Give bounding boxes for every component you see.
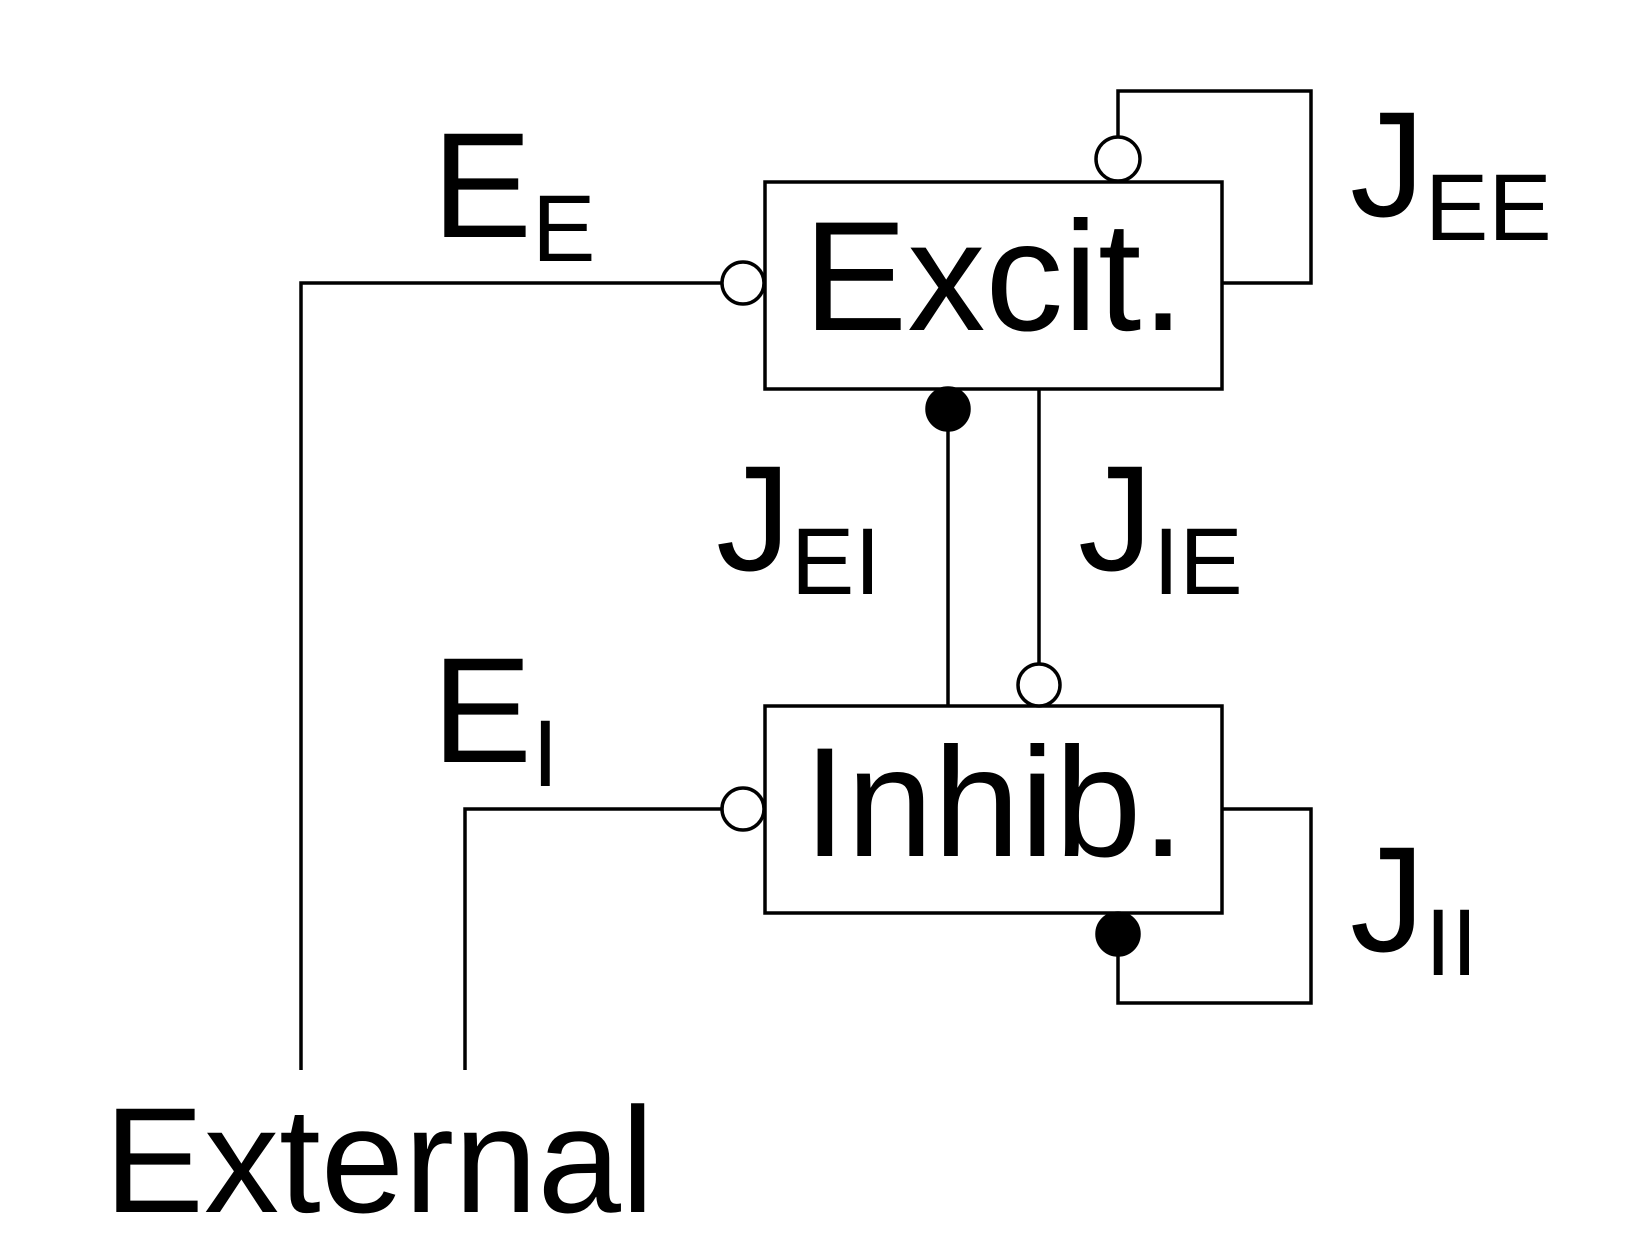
inhibitory-synapse-inhib-self bbox=[1095, 911, 1141, 957]
wire-external-to-inhib bbox=[463, 807, 722, 1070]
excitatory-synapse-excit-self bbox=[1094, 135, 1142, 183]
excitatory-population-label: Excit. bbox=[803, 190, 1184, 364]
wire-external-to-excit bbox=[299, 281, 722, 1070]
excitatory-synapse-external-excit bbox=[720, 260, 766, 306]
label-inhib-to-inhib: JII bbox=[1350, 815, 1478, 996]
wire-excit-self-loop bbox=[1116, 89, 1313, 285]
wire-inhib-self-loop bbox=[1116, 807, 1313, 1005]
label-external-to-inhib: EI bbox=[432, 626, 558, 807]
inhibitory-synapse-inhib-to-excit bbox=[925, 386, 971, 432]
excitatory-synapse-external-inhib bbox=[720, 786, 766, 832]
external-input-label: External bbox=[104, 1076, 654, 1244]
label-external-to-excit: EE bbox=[432, 101, 595, 282]
label-inhib-to-excit: JEI bbox=[716, 434, 881, 615]
label-excit-to-inhib: JIE bbox=[1078, 434, 1243, 615]
excitatory-synapse-excit-to-inhib bbox=[1016, 662, 1062, 708]
excitatory-population-box bbox=[763, 180, 1224, 391]
label-excit-to-excit: JEE bbox=[1350, 80, 1552, 261]
inhibitory-population-label: Inhib. bbox=[803, 716, 1185, 890]
